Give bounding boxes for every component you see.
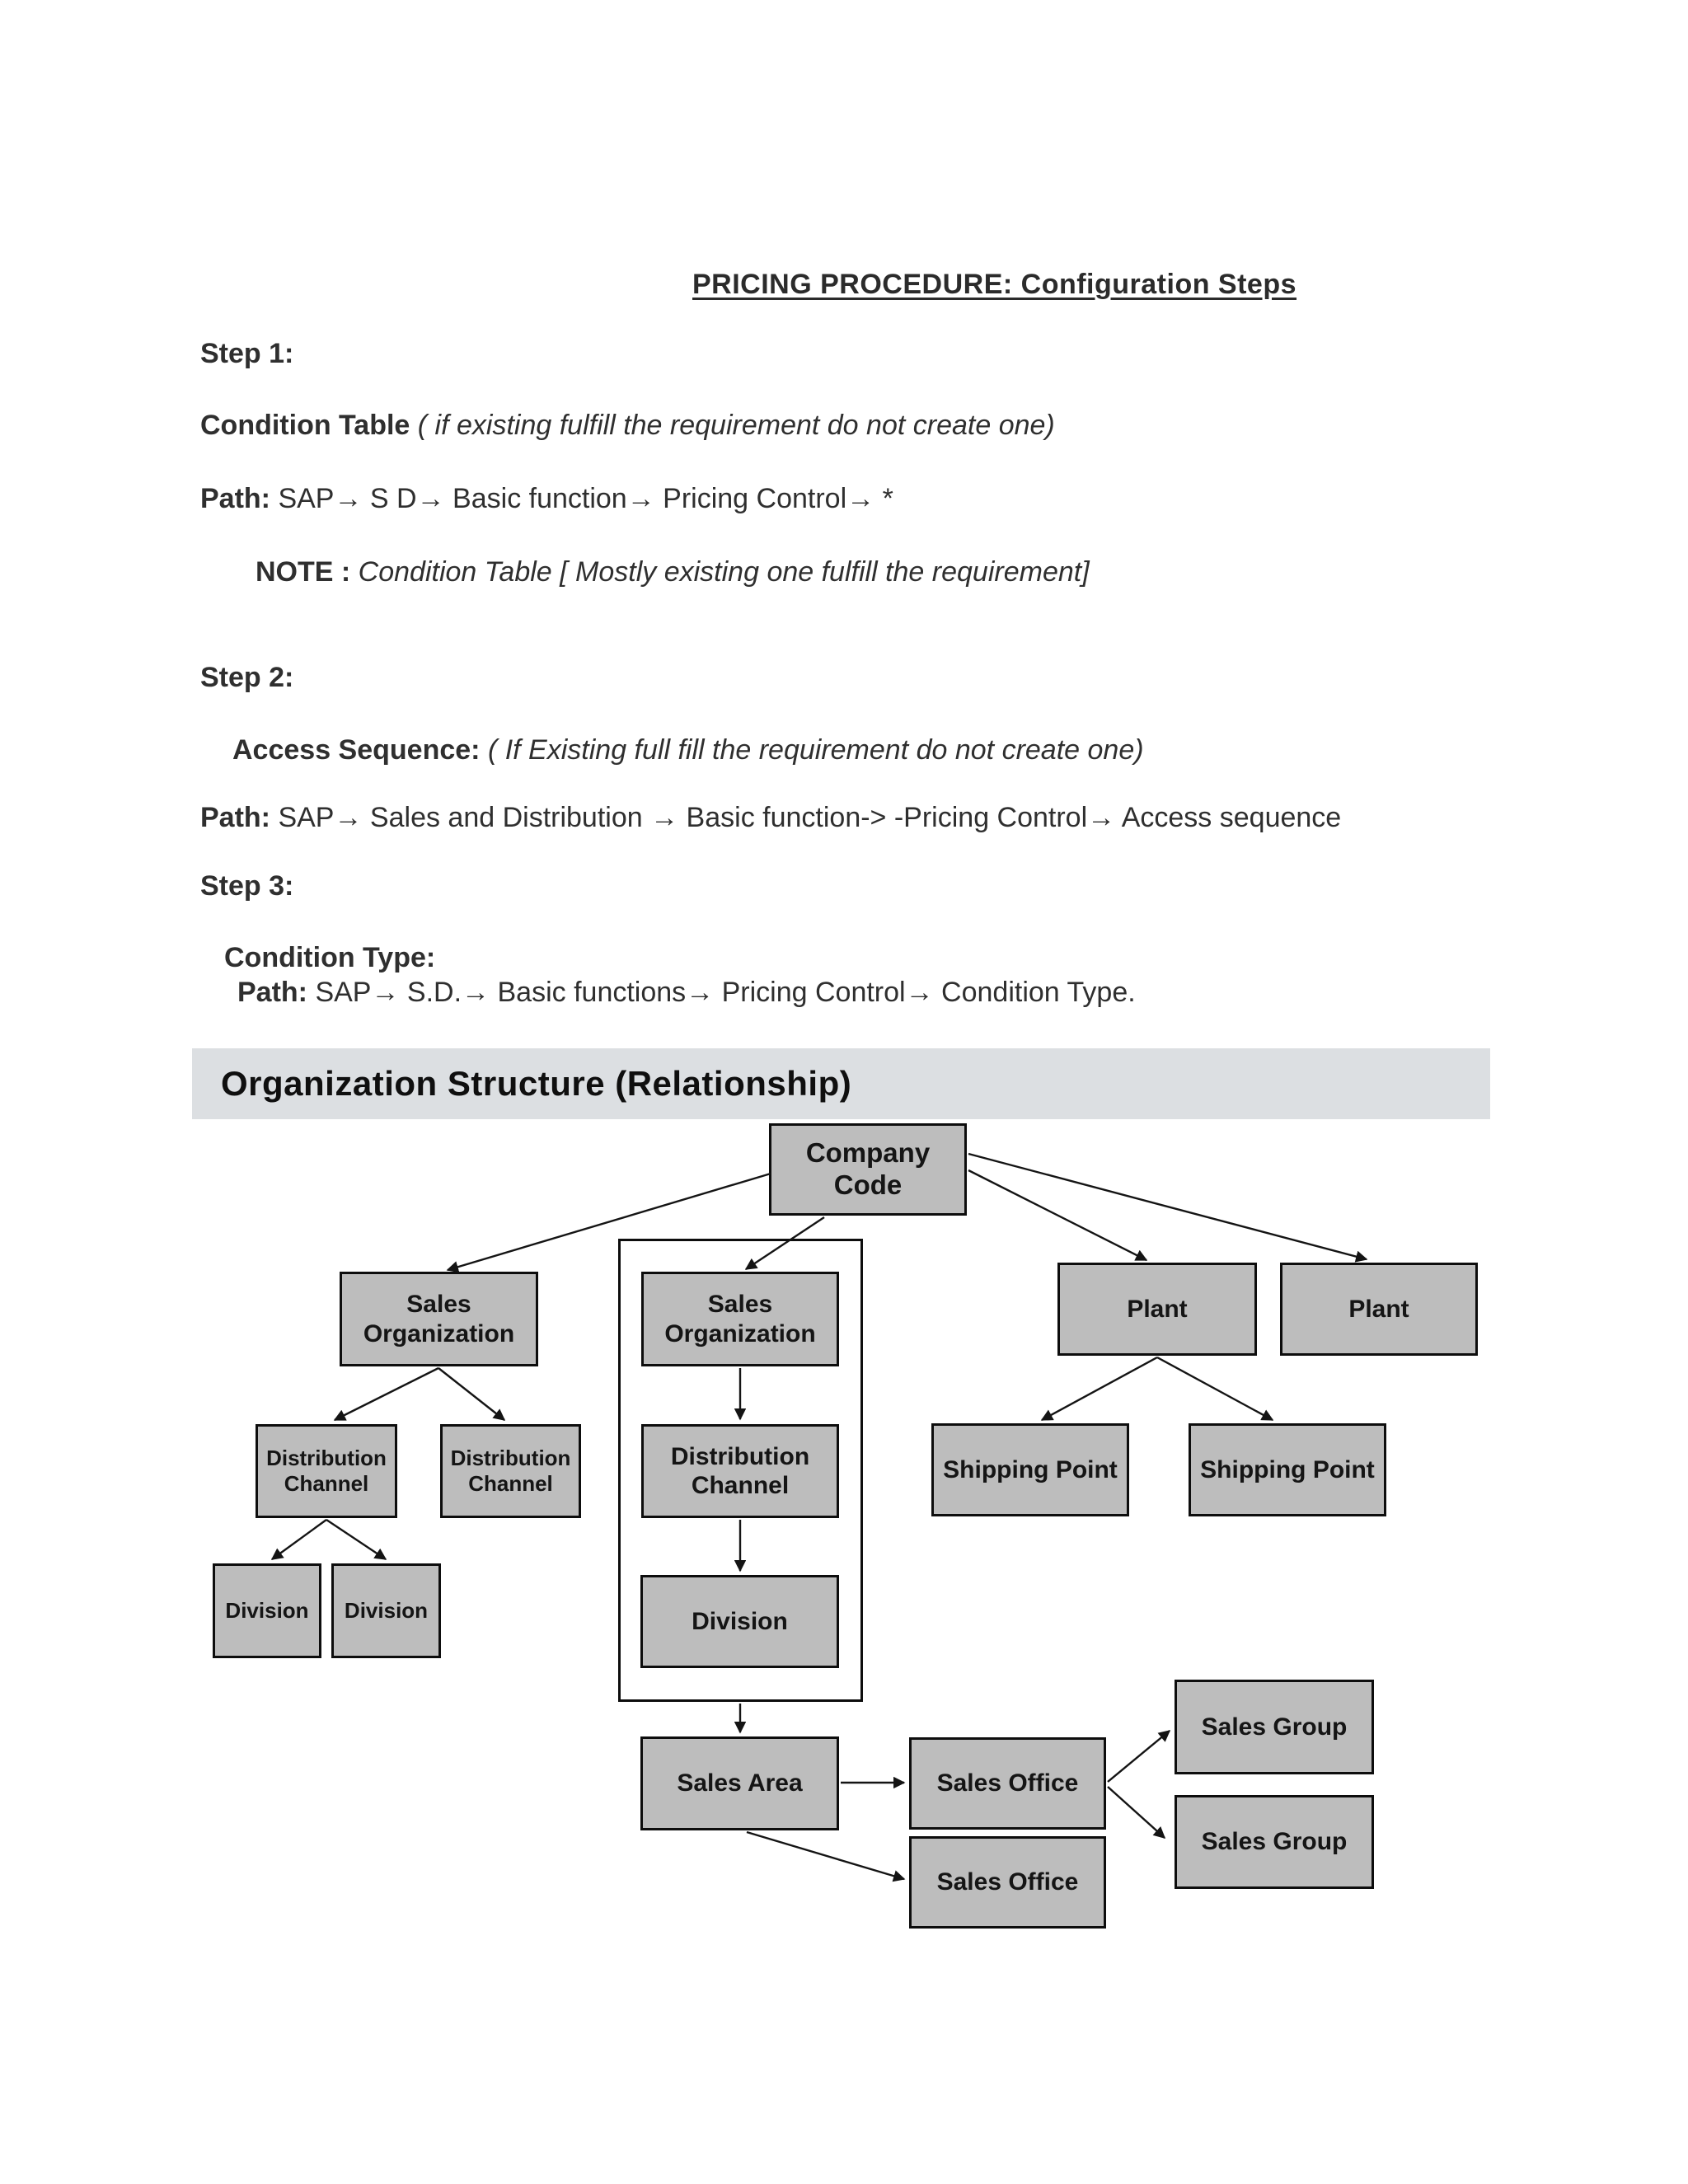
- node-label: Company Code: [805, 1137, 931, 1200]
- condition-table-note: ( if existing fulfill the requirement do…: [410, 410, 1055, 441]
- step2-path-line: Path: SAP→ Sales and Distribution → Basi…: [200, 802, 1341, 834]
- condition-table-label: Condition Table: [200, 410, 410, 441]
- arrow-plant-1-to-shipping-point-2: [1156, 1356, 1274, 1422]
- node-label: Sales Group: [1201, 1713, 1348, 1741]
- node-label: Division: [692, 1607, 788, 1635]
- node-label: Distribution Channel: [670, 1442, 810, 1499]
- node-sales-group-2: Sales Group: [1175, 1795, 1374, 1889]
- step1-path-line: Path: SAP→ S D→ Basic function→ Pricing …: [200, 483, 893, 515]
- node-distribution-channel-2: Distribution Channel: [440, 1424, 581, 1518]
- path-text: SAP→ Sales and Distribution → Basic func…: [270, 802, 1342, 833]
- note-label: NOTE :: [256, 556, 351, 588]
- step1-heading: Step 1:: [200, 338, 294, 369]
- path-text: SAP→ S.D.→ Basic functions→ Pricing Cont…: [307, 977, 1136, 1008]
- node-label: Sales Group: [1201, 1828, 1348, 1856]
- node-plant-1: Plant: [1057, 1263, 1257, 1356]
- node-division-1: Division: [213, 1563, 321, 1658]
- arrow-sales-office-1-to-sales-group-2: [1107, 1786, 1166, 1839]
- arrow-sales-org-left-to-dist-channel-left: [333, 1366, 439, 1422]
- arrow-company-code-to-plant-2: [968, 1152, 1368, 1263]
- node-distribution-channel-middle: Distribution Channel: [641, 1424, 839, 1518]
- node-label: Distribution Channel: [266, 1446, 387, 1496]
- node-sales-group-1: Sales Group: [1175, 1680, 1374, 1774]
- node-distribution-channel-left: Distribution Channel: [256, 1424, 397, 1518]
- note-text: Condition Table [ Mostly existing one fu…: [350, 556, 1090, 588]
- node-label: Plant: [1127, 1295, 1188, 1323]
- node-label: Shipping Point: [1200, 1455, 1375, 1483]
- node-label: Sales Area: [677, 1769, 803, 1797]
- node-division-2: Division: [331, 1563, 441, 1658]
- arrow-sales-area-to-sales-office-2: [746, 1830, 906, 1882]
- node-label: Shipping Point: [943, 1455, 1118, 1483]
- path-label: Path:: [237, 977, 307, 1008]
- step2-heading: Step 2:: [200, 662, 294, 693]
- arrow-dist-channel-left-to-division-1: [270, 1519, 327, 1560]
- access-sequence-note: ( If Existing full fill the requirement …: [480, 734, 1144, 766]
- arrow-company-code-to-plant-1: [968, 1169, 1148, 1262]
- node-label: Distribution Channel: [450, 1446, 571, 1496]
- arrow-dist-channel-left-to-division-2: [326, 1519, 387, 1560]
- node-label: Plant: [1348, 1295, 1409, 1323]
- node-label: Sales Organization: [363, 1291, 515, 1347]
- arrow-plant-1-to-shipping-point-1: [1040, 1356, 1158, 1422]
- node-sales-office-2: Sales Office: [909, 1836, 1106, 1929]
- node-company-code: Company Code: [769, 1123, 967, 1216]
- step3-condition-type-line: Condition Type:: [224, 942, 436, 973]
- diagram-title-banner: Organization Structure (Relationship): [192, 1048, 1490, 1119]
- node-sales-area: Sales Area: [640, 1736, 839, 1830]
- node-label: Division: [225, 1598, 309, 1624]
- node-plant-2: Plant: [1280, 1263, 1478, 1356]
- node-shipping-point-1: Shipping Point: [931, 1423, 1129, 1516]
- step1-condition-table-line: Condition Table ( if existing fulfill th…: [200, 410, 1055, 442]
- arrow-sales-office-1-to-sales-group-1: [1107, 1730, 1171, 1783]
- node-shipping-point-2: Shipping Point: [1189, 1423, 1386, 1516]
- step3-heading: Step 3:: [200, 870, 294, 902]
- node-sales-office-1: Sales Office: [909, 1737, 1106, 1830]
- node-label: Division: [344, 1598, 429, 1624]
- step1-note-line: NOTE : Condition Table [ Mostly existing…: [256, 556, 1090, 588]
- path-label: Path:: [200, 483, 270, 514]
- page-title: PRICING PROCEDURE: Configuration Steps: [692, 269, 1297, 300]
- path-label: Path:: [200, 802, 270, 833]
- diagram-title: Organization Structure (Relationship): [221, 1064, 852, 1103]
- node-sales-organization-middle: Sales Organization: [641, 1272, 839, 1366]
- access-sequence-label: Access Sequence:: [232, 734, 481, 766]
- step2-access-sequence-line: Access Sequence: ( If Existing full fill…: [232, 734, 1144, 766]
- node-division-middle: Division: [640, 1575, 839, 1668]
- node-sales-organization-left: Sales Organization: [340, 1272, 538, 1366]
- path-text: SAP→ S D→ Basic function→ Pricing Contro…: [270, 483, 893, 514]
- node-label: Sales Organization: [664, 1291, 816, 1347]
- arrow-sales-org-left-to-dist-channel-2: [438, 1367, 506, 1421]
- node-label: Sales Office: [936, 1769, 1079, 1797]
- node-label: Sales Office: [936, 1868, 1079, 1896]
- step3-path-line: Path: SAP→ S.D.→ Basic functions→ Pricin…: [237, 977, 1136, 1009]
